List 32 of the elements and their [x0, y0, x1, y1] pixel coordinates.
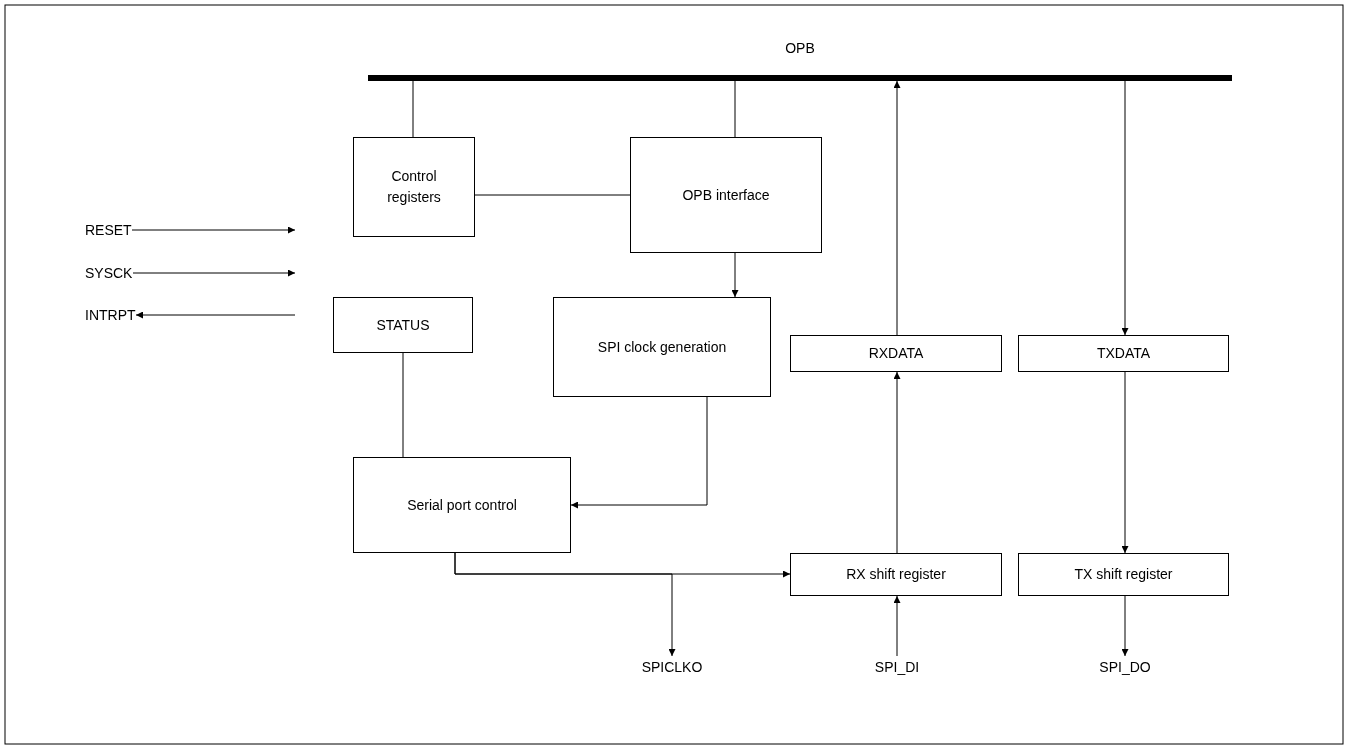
arrow [131, 226, 296, 234]
arrow [731, 252, 739, 298]
signal-label: SYSCK [85, 262, 133, 284]
connector-line [734, 80, 736, 138]
register-block: Control registers [353, 137, 475, 237]
status-block: STATUS [333, 297, 473, 353]
data-register-block: TXDATA [1018, 335, 1229, 372]
data-register-block: RXDATA [790, 335, 1002, 372]
arrow [893, 371, 901, 554]
arrow [132, 269, 296, 277]
interface-block: OPB interface [630, 137, 822, 253]
clock-block: SPI clock generation [553, 297, 771, 397]
signal-label: SPICLKO [632, 656, 712, 678]
arrow [135, 311, 296, 319]
arrow [454, 552, 676, 657]
shift-register-block: TX shift register [1018, 553, 1229, 596]
signal-label: SPI_DI [862, 656, 932, 678]
connector-line [402, 352, 404, 458]
control-block: Serial port control [353, 457, 571, 553]
signal-label: INTRPT [85, 304, 136, 326]
arrow [893, 595, 901, 657]
signal-label: SPI_DO [1090, 656, 1160, 678]
arrow [893, 80, 901, 336]
arrow [1121, 595, 1129, 657]
arrow [1121, 80, 1129, 336]
shift-register-block: RX shift register [790, 553, 1002, 596]
connector-line [412, 80, 414, 138]
arrow [570, 396, 708, 509]
connector-line [474, 194, 631, 196]
arrow [1121, 371, 1129, 554]
signal-label: RESET [85, 219, 132, 241]
bus-bar: OPB [368, 38, 1232, 81]
